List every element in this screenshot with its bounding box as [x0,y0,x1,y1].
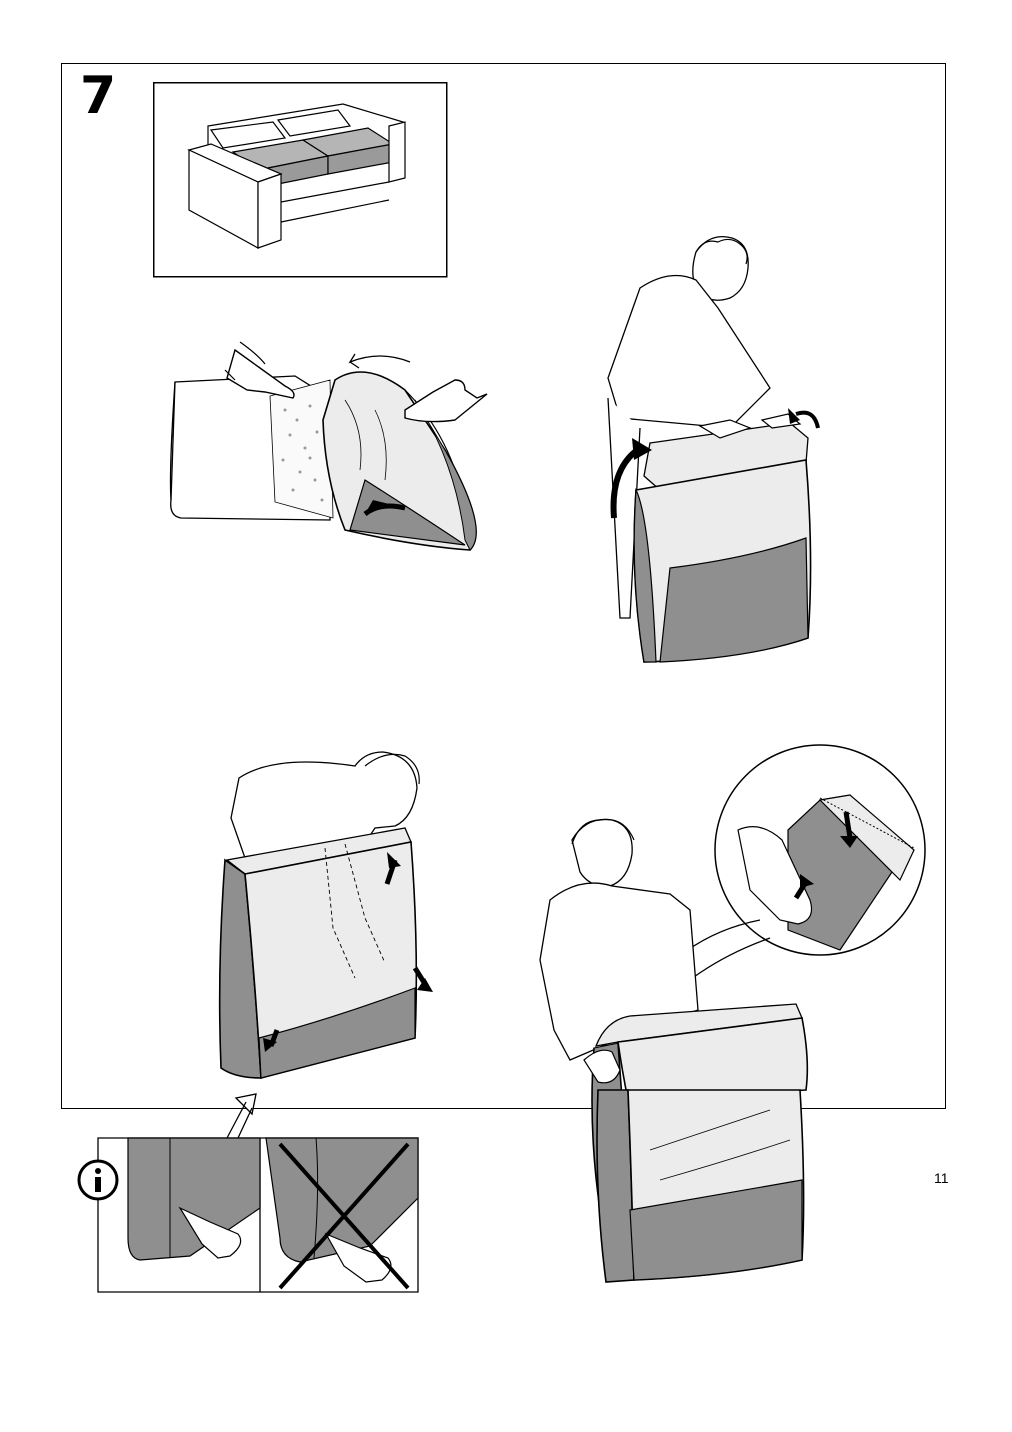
step-number: 7 [80,66,117,126]
info-panel [97,1137,419,1293]
press-cushion-illustration [607,235,820,663]
page-number: 11 [934,1170,949,1186]
info-icon [77,1159,119,1201]
cross-mark-icon [278,1142,410,1290]
step-frame [61,63,946,1109]
pull-cover-illustration [169,341,488,551]
sofa-overview-illustration [153,82,448,278]
up-arrow-icon [226,1093,257,1139]
zip-cushion-lower [596,1089,805,1283]
zip-cover-illustration [539,744,926,1211]
pull-cover-down-illustration [218,751,433,1080]
